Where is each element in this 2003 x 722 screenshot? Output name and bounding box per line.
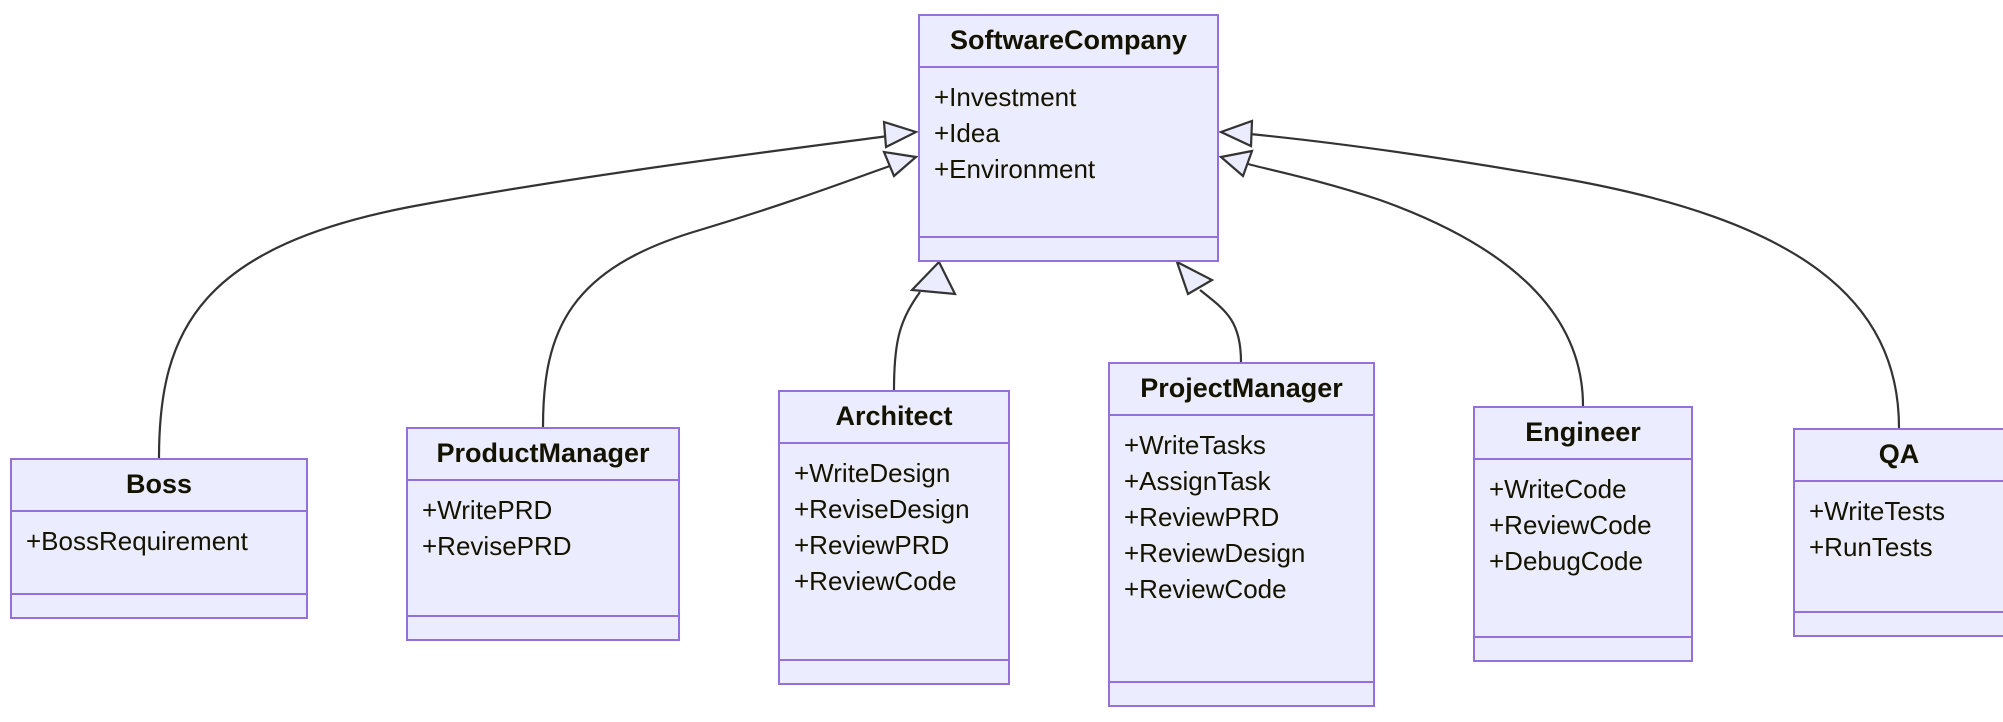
class-attribute: +Environment bbox=[934, 153, 1096, 184]
class-attributes-qa: +WriteTests +RunTests bbox=[1795, 482, 2003, 613]
edge-product-manager bbox=[541, 150, 919, 428]
class-attribute: +RunTests bbox=[1809, 531, 1933, 562]
class-title-architect: Architect bbox=[780, 392, 1008, 444]
class-attribute: +ReviewCode bbox=[1489, 509, 1652, 540]
class-node-architect[interactable]: Architect +WriteDesign +ReviseDesign +Re… bbox=[778, 390, 1010, 685]
class-attribute: +AssignTask bbox=[1124, 465, 1271, 496]
class-methods-software-company bbox=[920, 238, 1217, 260]
class-methods-boss bbox=[12, 595, 306, 617]
class-attribute: +ReviewCode bbox=[1124, 573, 1287, 604]
class-node-project-manager[interactable]: ProjectManager +WriteTasks +AssignTask +… bbox=[1108, 362, 1375, 707]
class-attributes-engineer: +WriteCode +ReviewCode +DebugCode bbox=[1475, 460, 1691, 638]
class-attribute: +ReviewPRD bbox=[794, 529, 950, 560]
class-node-engineer[interactable]: Engineer +WriteCode +ReviewCode +DebugCo… bbox=[1473, 406, 1693, 662]
class-attribute: +BossRequirement bbox=[26, 526, 248, 556]
class-methods-qa bbox=[1795, 613, 2003, 635]
class-methods-project-manager bbox=[1110, 683, 1373, 705]
class-attributes-product-manager: +WritePRD +RevisePRD bbox=[408, 481, 678, 617]
class-attribute: +ReviseDesign bbox=[794, 493, 970, 524]
class-attribute: +ReviewPRD bbox=[1124, 501, 1280, 532]
class-attribute: +Idea bbox=[934, 117, 1000, 148]
class-title-product-manager: ProductManager bbox=[408, 429, 678, 481]
class-attribute: +ReviewDesign bbox=[1124, 537, 1306, 568]
class-attribute: +WriteTasks bbox=[1124, 430, 1266, 460]
class-attribute: +WriteTests bbox=[1809, 496, 1946, 526]
class-methods-architect bbox=[780, 661, 1008, 683]
class-title-qa: QA bbox=[1795, 430, 2003, 482]
class-attributes-boss: +BossRequirement bbox=[12, 512, 306, 595]
class-node-software-company[interactable]: SoftwareCompany +Investment +Idea +Envir… bbox=[918, 14, 1219, 262]
class-attribute: +RevisePRD bbox=[422, 530, 572, 561]
class-title-boss: Boss bbox=[12, 460, 306, 512]
class-node-product-manager[interactable]: ProductManager +WritePRD +RevisePRD bbox=[406, 427, 680, 641]
edge-project-manager bbox=[1175, 259, 1243, 363]
class-attribute: +WritePRD bbox=[422, 495, 553, 525]
class-attribute: +WriteDesign bbox=[794, 458, 951, 488]
class-title-engineer: Engineer bbox=[1475, 408, 1691, 460]
class-attribute: +WriteCode bbox=[1489, 474, 1627, 504]
class-attribute: +Investment bbox=[934, 82, 1077, 112]
class-methods-product-manager bbox=[408, 617, 678, 639]
class-attributes-architect: +WriteDesign +ReviseDesign +ReviewPRD +R… bbox=[780, 444, 1008, 661]
edge-architect bbox=[892, 260, 957, 391]
class-methods-engineer bbox=[1475, 638, 1691, 660]
class-attributes-software-company: +Investment +Idea +Environment bbox=[920, 68, 1217, 238]
class-title-project-manager: ProjectManager bbox=[1110, 364, 1373, 416]
class-attributes-project-manager: +WriteTasks +AssignTask +ReviewPRD +Revi… bbox=[1110, 416, 1373, 683]
class-title-software-company: SoftwareCompany bbox=[920, 16, 1217, 68]
class-attribute: +DebugCode bbox=[1489, 545, 1643, 576]
class-node-qa[interactable]: QA +WriteTests +RunTests bbox=[1793, 428, 2003, 637]
class-attribute: +ReviewCode bbox=[794, 565, 957, 596]
class-node-boss[interactable]: Boss +BossRequirement bbox=[10, 458, 308, 619]
